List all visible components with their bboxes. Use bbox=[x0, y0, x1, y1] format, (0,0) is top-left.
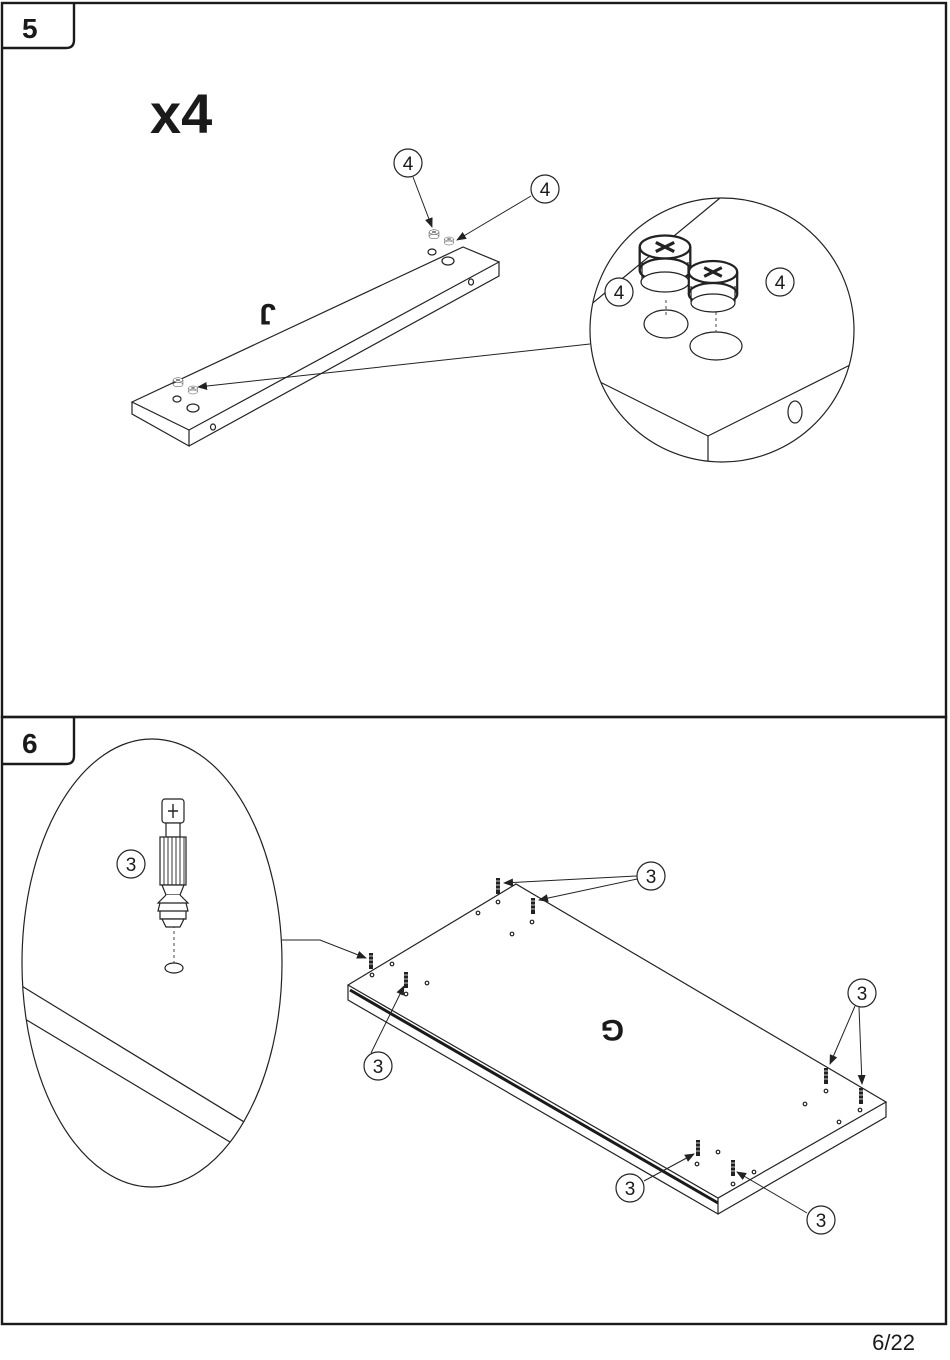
callout-3-right: 3 bbox=[848, 979, 876, 1007]
cam-lock-icon bbox=[689, 261, 737, 312]
wooden-dowel-icon bbox=[158, 799, 188, 927]
svg-text:3: 3 bbox=[816, 1211, 827, 1232]
step-6-number: 6 bbox=[22, 728, 38, 759]
svg-text:4: 4 bbox=[775, 273, 786, 294]
svg-text:3: 3 bbox=[126, 855, 137, 876]
arrow-icon bbox=[504, 876, 637, 883]
step-5-tab bbox=[2, 3, 74, 48]
cam-lock-icon bbox=[640, 236, 691, 293]
arrow-icon bbox=[859, 1007, 862, 1084]
svg-text:4: 4 bbox=[614, 283, 625, 304]
arrow-icon bbox=[830, 1006, 855, 1064]
page-number: 6/22 bbox=[872, 1330, 915, 1355]
callout-4-right: 4 bbox=[531, 175, 559, 203]
step-6-panel: 6 3 bbox=[2, 717, 946, 1324]
step-5-panel: 5 x4 J 4 4 bbox=[2, 3, 946, 717]
callout-3-top: 3 bbox=[637, 862, 665, 890]
cam-lock-detail: 4 4 bbox=[560, 198, 860, 470]
svg-text:3: 3 bbox=[857, 984, 868, 1005]
callout-3-bottom-left: 3 bbox=[616, 1174, 644, 1202]
callout-4-detail-right: 4 bbox=[766, 268, 794, 296]
panel-g-letter: G bbox=[601, 1013, 624, 1046]
dowel-icon bbox=[368, 953, 374, 969]
panel-j-letter: J bbox=[259, 297, 276, 330]
svg-text:3: 3 bbox=[646, 867, 657, 888]
callout-4-detail-left: 4 bbox=[605, 278, 633, 306]
svg-text:3: 3 bbox=[373, 1057, 384, 1078]
step-6-tab bbox=[2, 717, 74, 764]
svg-text:3: 3 bbox=[625, 1179, 636, 1200]
callout-3-left: 3 bbox=[364, 1052, 392, 1080]
svg-text:4: 4 bbox=[403, 154, 414, 175]
arrow-icon bbox=[457, 196, 531, 240]
dowel-icon bbox=[495, 878, 501, 894]
panel-g-illustration: G bbox=[348, 878, 886, 1214]
detail-leader bbox=[282, 940, 366, 958]
arrow-icon bbox=[413, 177, 432, 227]
step-5-number: 5 bbox=[22, 13, 38, 44]
callout-3-detail: 3 bbox=[117, 850, 145, 878]
callout-3-bottom-right: 3 bbox=[807, 1206, 835, 1234]
arrow-icon bbox=[737, 1172, 807, 1213]
dowel-detail: 3 bbox=[20, 739, 290, 1187]
step-5-quantity: x4 bbox=[150, 82, 212, 145]
callout-4-top: 4 bbox=[394, 149, 422, 177]
svg-text:4: 4 bbox=[540, 180, 551, 201]
panel-j-illustration: J bbox=[132, 230, 499, 446]
arrow-icon bbox=[539, 879, 637, 900]
